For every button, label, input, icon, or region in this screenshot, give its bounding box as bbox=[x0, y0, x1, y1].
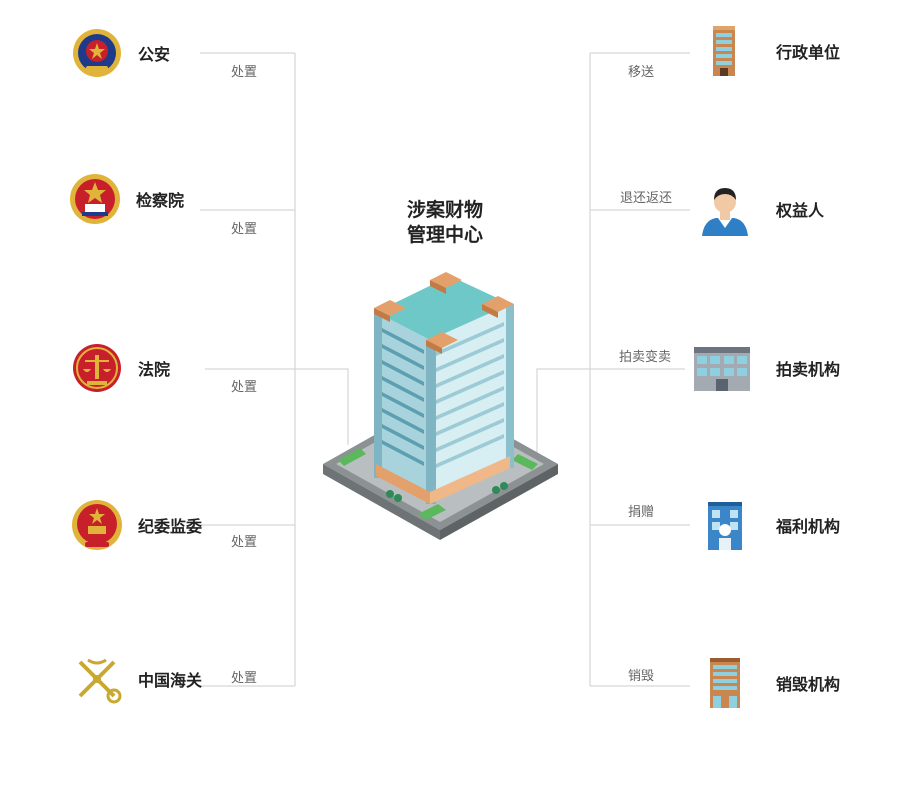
node-label: 公安 bbox=[138, 45, 171, 64]
action-label-right-3: 捐赠 bbox=[628, 505, 655, 520]
node-label: 中国海关 bbox=[138, 671, 203, 690]
node-label: 权益人 bbox=[776, 201, 825, 220]
node-police: 公安 bbox=[70, 26, 170, 80]
action-label-left-1: 处置 bbox=[231, 222, 258, 237]
action-label-left-4: 处置 bbox=[231, 671, 258, 686]
node-procuratorate: 检察院 bbox=[68, 172, 184, 226]
building-icon bbox=[323, 272, 558, 540]
police-emblem-icon bbox=[73, 29, 121, 77]
action-label-left-2: 处置 bbox=[231, 380, 258, 395]
action-label-left-3: 处置 bbox=[231, 535, 258, 550]
disposal-facility-icon bbox=[710, 658, 740, 708]
auction-house-icon bbox=[694, 347, 750, 391]
node-label: 检察院 bbox=[136, 191, 185, 210]
action-label-right-4: 销毁 bbox=[628, 669, 655, 684]
node-label: 拍卖机构 bbox=[776, 360, 841, 379]
office-tower-icon bbox=[713, 26, 735, 76]
node-label: 销毁机构 bbox=[776, 675, 841, 694]
welfare-building-icon bbox=[708, 502, 742, 550]
node-label: 福利机构 bbox=[776, 517, 841, 536]
node-auction-house: 拍卖机构 bbox=[692, 341, 840, 395]
node-label: 行政单位 bbox=[776, 43, 841, 62]
action-label-right-0: 移送 bbox=[628, 65, 655, 80]
node-welfare-institution: 福利机构 bbox=[698, 498, 840, 552]
action-label-right-1: 退还返还 bbox=[620, 191, 673, 206]
center-title-line2: 管理中心 bbox=[406, 224, 483, 246]
node-discipline-commission: 纪委监委 bbox=[70, 498, 202, 552]
connector-right-center bbox=[536, 368, 685, 455]
connector-left-center bbox=[205, 368, 349, 445]
customs-emblem-icon bbox=[78, 658, 122, 704]
center-title-line1: 涉案财物 bbox=[406, 199, 483, 221]
national-emblem-icon bbox=[72, 500, 122, 550]
node-label: 法院 bbox=[138, 360, 171, 379]
node-disposal-facility: 销毁机构 bbox=[698, 656, 840, 710]
court-emblem-icon bbox=[73, 344, 121, 392]
procuratorate-emblem-icon bbox=[70, 174, 120, 224]
person-icon bbox=[702, 188, 748, 236]
node-label: 纪委监委 bbox=[138, 517, 203, 536]
node-customs: 中国海关 bbox=[70, 652, 202, 706]
action-label-left-0: 处置 bbox=[231, 65, 258, 80]
node-court: 法院 bbox=[70, 341, 170, 395]
node-rights-holder: 权益人 bbox=[698, 182, 824, 236]
center-title: 涉案财物 管理中心 bbox=[370, 198, 520, 248]
node-administrative-unit: 行政单位 bbox=[698, 24, 840, 78]
action-label-right-2: 拍卖变卖 bbox=[619, 350, 672, 365]
